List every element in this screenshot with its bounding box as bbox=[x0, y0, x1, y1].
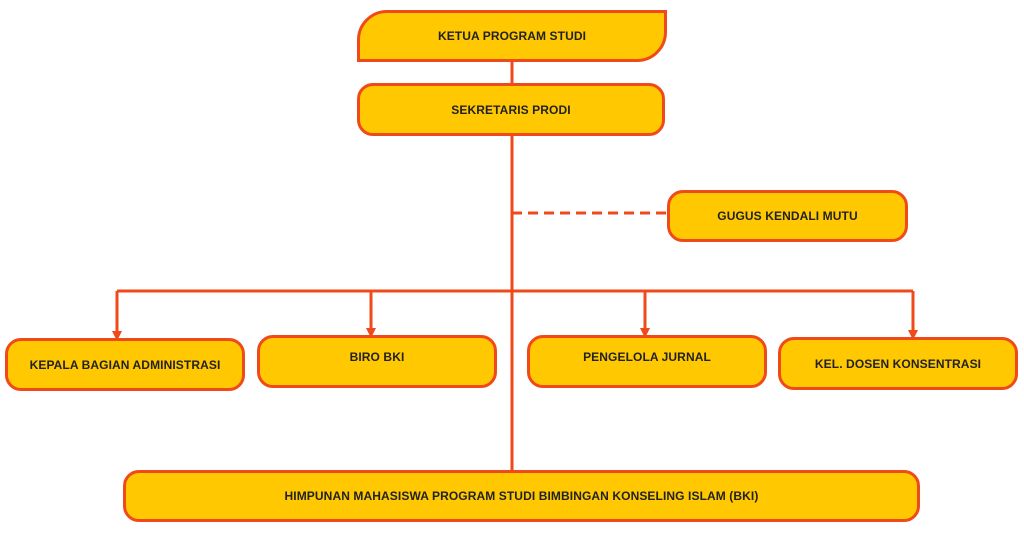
node-label: SEKRETARIS PRODI bbox=[451, 102, 571, 117]
node-sekretaris-prodi: SEKRETARIS PRODI bbox=[357, 83, 665, 136]
node-label: BIRO BKI bbox=[349, 349, 405, 364]
node-label: KEL. DOSEN KONSENTRASI bbox=[814, 356, 982, 371]
node-kepala-bagian-administrasi: KEPALA BAGIAN ADMINISTRASI bbox=[5, 338, 245, 391]
node-kel-dosen-konsentrasi: KEL. DOSEN KONSENTRASI bbox=[778, 337, 1018, 390]
node-pengelola-jurnal: PENGELOLA JURNAL bbox=[527, 335, 767, 388]
node-label: KETUA PROGRAM STUDI bbox=[437, 29, 587, 43]
node-gugus-kendali-mutu: GUGUS KENDALI MUTU bbox=[667, 190, 908, 242]
node-biro-bki: BIRO BKI bbox=[257, 335, 497, 388]
node-label: HIMPUNAN MAHASISWA PROGRAM STUDI BIMBING… bbox=[284, 489, 759, 503]
node-himpunan-mahasiswa: HIMPUNAN MAHASISWA PROGRAM STUDI BIMBING… bbox=[123, 470, 920, 522]
node-ketua-program-studi: KETUA PROGRAM STUDI bbox=[357, 10, 667, 62]
node-label: KEPALA BAGIAN ADMINISTRASI bbox=[29, 357, 221, 372]
node-label: GUGUS KENDALI MUTU bbox=[717, 209, 858, 223]
node-label: PENGELOLA JURNAL bbox=[583, 349, 711, 364]
